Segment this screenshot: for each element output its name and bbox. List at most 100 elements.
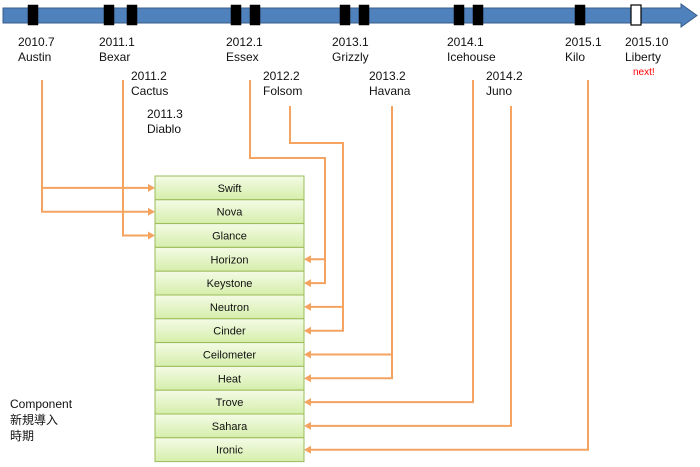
component-box: Keystone [154,270,305,296]
connector-line [289,106,344,332]
release-labels: 2010.7Austin2011.1Bexar2011.2Cactus2011.… [18,35,669,136]
release-marker [230,4,242,26]
release-date: 2010.7 [18,35,55,49]
component-name: Ceilometer [203,350,257,362]
component-box: Swift [154,175,305,201]
release-name: Kilo [565,50,585,64]
component-box: Heat [154,365,305,391]
release-marker [339,4,351,26]
component-name: Cinder [213,326,246,338]
connector-line [310,106,512,427]
component-box: Sahara [154,413,305,439]
release-marker [27,4,39,26]
connector-arrowhead [304,326,311,335]
connector-arrowhead [148,183,155,192]
connector-arrowhead [304,445,311,454]
connector-arrowhead [148,207,155,216]
component-name: Heat [218,373,241,385]
release-name: Folsom [263,84,302,98]
component-name: Horizon [211,254,249,266]
release-date: 2014.1 [447,35,484,49]
connector-lines [41,80,589,454]
connector-line [310,80,589,451]
component-box: Glance [154,223,305,248]
component-note-line2: 新規導入 [10,412,58,427]
release-marker [453,4,465,26]
component-name: Trove [216,397,244,409]
release-date: 2012.1 [226,35,263,49]
release-name: Icehouse [447,50,496,64]
release-date: 2015.10 [625,35,669,49]
connector-line [122,80,149,237]
release-date: 2013.2 [369,69,406,83]
release-date: 2014.2 [486,69,523,83]
release-name: Cactus [131,84,168,98]
release-markers [27,4,642,26]
release-date: 2011.1 [99,35,135,49]
release-name: Diablo [147,122,181,136]
component-box: Cinder [154,318,305,344]
connector-arrowhead [304,255,311,264]
release-marker [103,4,115,26]
connector-arrowhead [304,398,311,407]
connector-arrowhead [304,421,311,430]
connector-arrowhead [304,374,311,383]
component-name: Glance [212,231,247,243]
release-marker [574,4,586,26]
component-stack: SwiftNovaGlanceHorizonKeystoneNeutronCin… [154,175,305,463]
connector-arrowhead [304,279,311,288]
release-marker [630,4,642,26]
component-name: Ironic [216,445,243,457]
release-name: Juno [486,84,512,98]
component-name: Keystone [207,278,253,290]
next-label: next! [633,67,655,78]
release-date: 2013.1 [332,35,369,49]
release-marker [472,4,484,26]
connector-arrowhead [304,350,311,359]
component-name: Swift [218,183,242,195]
release-marker [249,4,261,26]
release-marker [126,4,138,26]
component-box: Ironic [154,437,305,463]
release-name: Grizzly [332,50,369,64]
release-marker [358,4,370,26]
release-name: Havana [369,84,411,98]
component-box: Neutron [154,294,305,320]
connector-line [41,80,149,213]
release-date: 2012.2 [263,69,300,83]
component-box: Ceilometer [154,342,305,367]
component-box-fill [154,437,305,463]
component-note-line3: 時期 [10,429,34,443]
component-box: Nova [154,199,305,225]
component-box: Trove [154,389,305,415]
release-date: 2015.1 [565,35,602,49]
connector-line [310,80,474,404]
component-name: Neutron [210,302,249,314]
connector-arrowhead [304,302,311,311]
connector-arrowhead [148,231,155,240]
release-name: Liberty [625,50,661,64]
release-name: Austin [18,50,51,64]
connector-line [249,80,326,285]
release-name: Bexar [99,50,130,64]
component-name: Sahara [212,421,248,433]
component-box: Horizon [154,246,305,272]
connector-line [310,106,393,380]
component-note-line1: Component [10,397,73,411]
release-date: 2011.3 [147,107,183,121]
release-date: 2011.2 [131,69,167,83]
component-name: Nova [217,207,244,219]
